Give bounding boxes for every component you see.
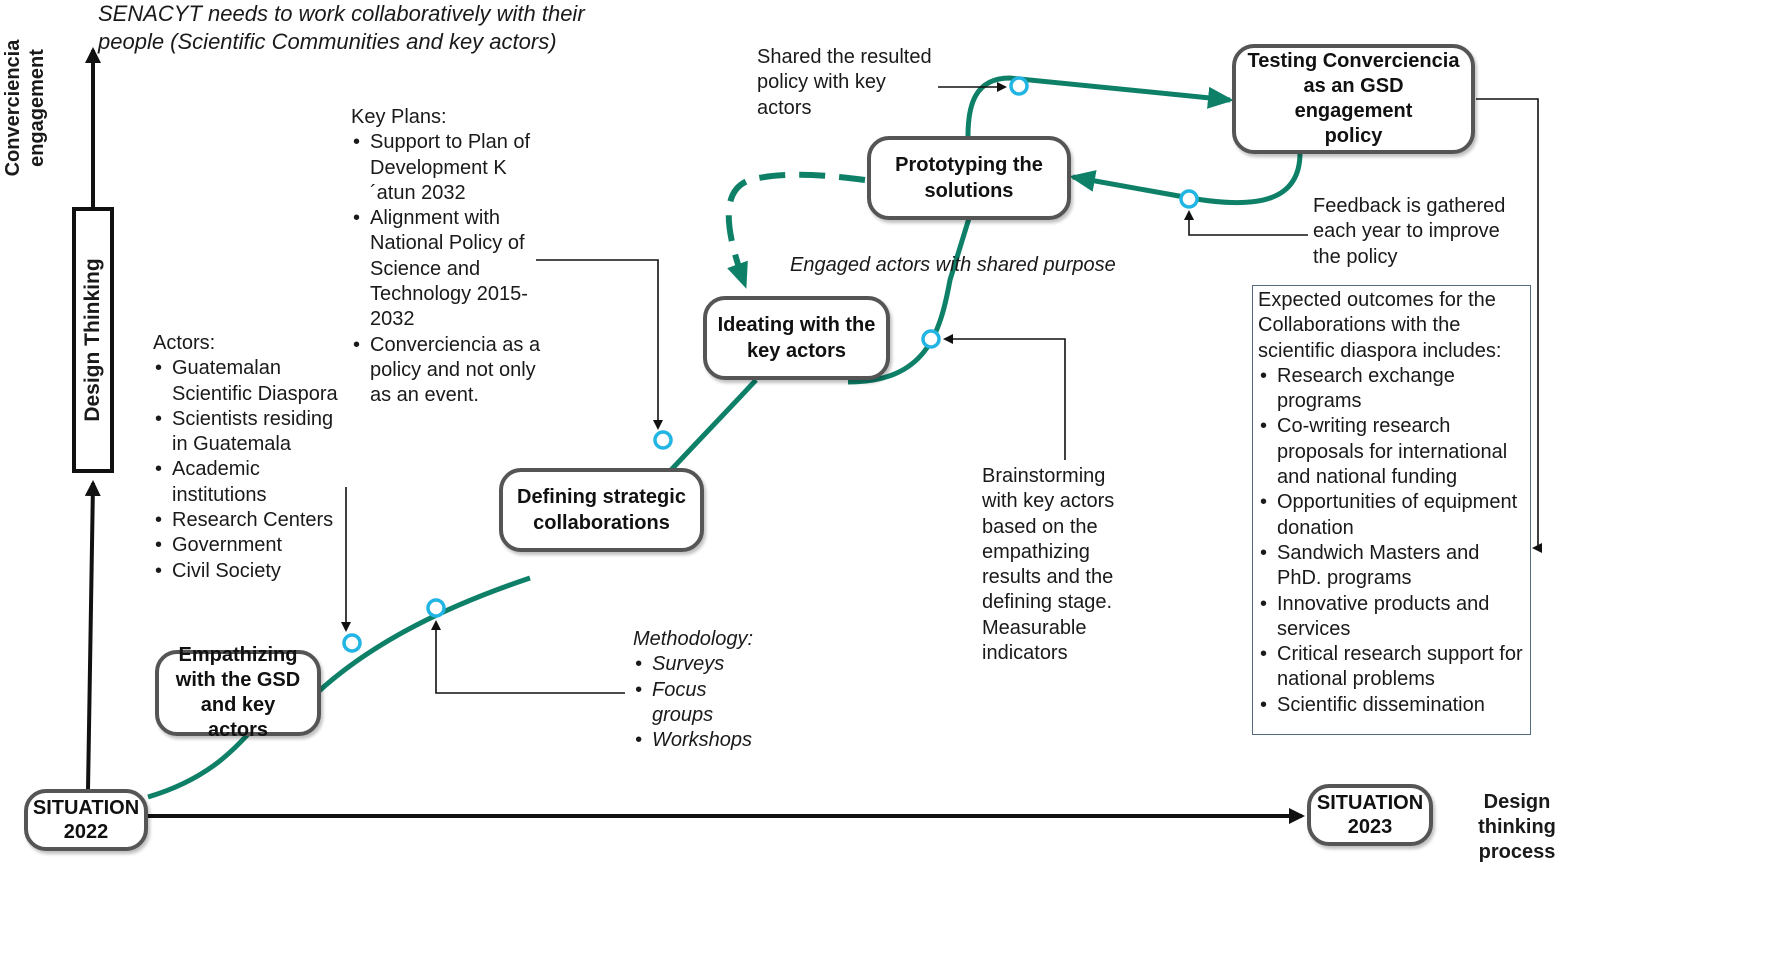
methodology-item: Focus groups [633,678,722,729]
stage-prototyping: Prototyping the solutions [867,136,1071,220]
actor-item: Guatemalan Scientific Diaspora [153,356,353,407]
milestone-3 [653,430,673,450]
milestone-6 [1179,189,1199,209]
methodology-note: Methodology: Surveys Focus groups Worksh… [633,627,783,754]
design-thinking-label: Design Thinking [81,258,104,422]
key-plan-item: Support to Plan of Development K´atun 20… [351,130,541,206]
outcomes-connector [1476,98,1542,553]
actors-list: Guatemalan Scientific Diaspora Scientist… [153,356,353,584]
key-plan-item: Converciencia as a policy and not only a… [351,333,541,409]
key-plans-list: Support to Plan of Development K´atun 20… [351,130,541,408]
brainstorming-note: Brainstorming with key actors based on t… [982,465,1115,665]
outcome-item: Sandwich Masters and PhD. programs [1258,541,1525,592]
methodology-connector [431,620,625,694]
brainstorm-connector [943,334,1066,460]
key-plans-note: Key Plans: Support to Plan of Developmen… [351,105,541,409]
outcome-item: Research exchange programs [1258,364,1525,415]
journey-path-1 [147,730,252,800]
shared-note: Shared the resulted policy with key acto… [757,46,932,119]
stage-situation-2022: SITUATION 2022 [24,789,148,851]
expected-outcomes-list: Research exchange programs Co-writing re… [1258,364,1525,718]
actors-note: Actors: Guatemalan Scientific Diaspora S… [153,331,353,584]
milestone-2 [426,598,446,618]
y-axis-label: Converciencia engagement [2,39,48,177]
stage-situation-2023: SITUATION 2023 [1307,784,1433,846]
stage-empathizing: Empathizing with the GSD and key actors [155,644,321,741]
expected-outcomes-title: Expected outcomes for the Collaborations… [1258,289,1502,362]
stage-ideating: Ideating with the key actors [703,296,890,380]
feedback-connector [1184,210,1308,236]
outcome-item: Innovative products and services [1258,592,1525,643]
methodology-title: Methodology: [633,628,754,650]
goal-statement: SENACYT needs to work collaboratively wi… [98,1,585,54]
iteration-dashed-path [725,171,866,289]
engaged-note: Engaged actors with shared purpose [790,254,1116,276]
journey-path-5 [965,75,1234,137]
stage-defining: Defining strategic collaborations [499,468,704,552]
stage-testing: Testing Converciencia as an GSD engageme… [1232,44,1475,154]
actor-item: Academic institutions [153,457,353,508]
y-axis-lower [84,480,101,791]
milestone-1 [342,633,362,653]
actor-item: Scientists residing in Guatemala [153,407,353,458]
x-axis-label: Design thinking process [1478,791,1556,863]
actor-item: Civil Society [153,559,353,585]
journey-path-2 [316,575,531,694]
feedback-path [1069,152,1303,206]
actor-item: Government [153,533,353,559]
feedback-note: Feedback is gathered each year to improv… [1313,195,1506,268]
methodology-list: Surveys Focus groups Workshops [633,652,783,753]
outcome-item: Co-writing research proposals for intern… [1258,414,1525,490]
actors-title: Actors: [153,332,216,354]
methodology-item: Workshops [633,728,783,754]
milestone-5 [1009,76,1029,96]
actor-item: Research Centers [153,508,353,534]
keyplans-connector [536,259,663,430]
design-thinking-bar: Design Thinking [72,207,114,473]
key-plans-title: Key Plans: [351,106,447,128]
outcome-item: Critical research support for national p… [1258,642,1525,693]
milestone-4 [921,329,941,349]
key-plan-item: Alignment with National Policy of Scienc… [351,206,541,332]
expected-outcomes-box: Expected outcomes for the Collaborations… [1252,285,1531,735]
outcome-item: Scientific dissemination [1258,693,1525,719]
outcome-item: Opportunities of equipment donation [1258,490,1525,541]
methodology-item: Surveys [633,652,783,678]
